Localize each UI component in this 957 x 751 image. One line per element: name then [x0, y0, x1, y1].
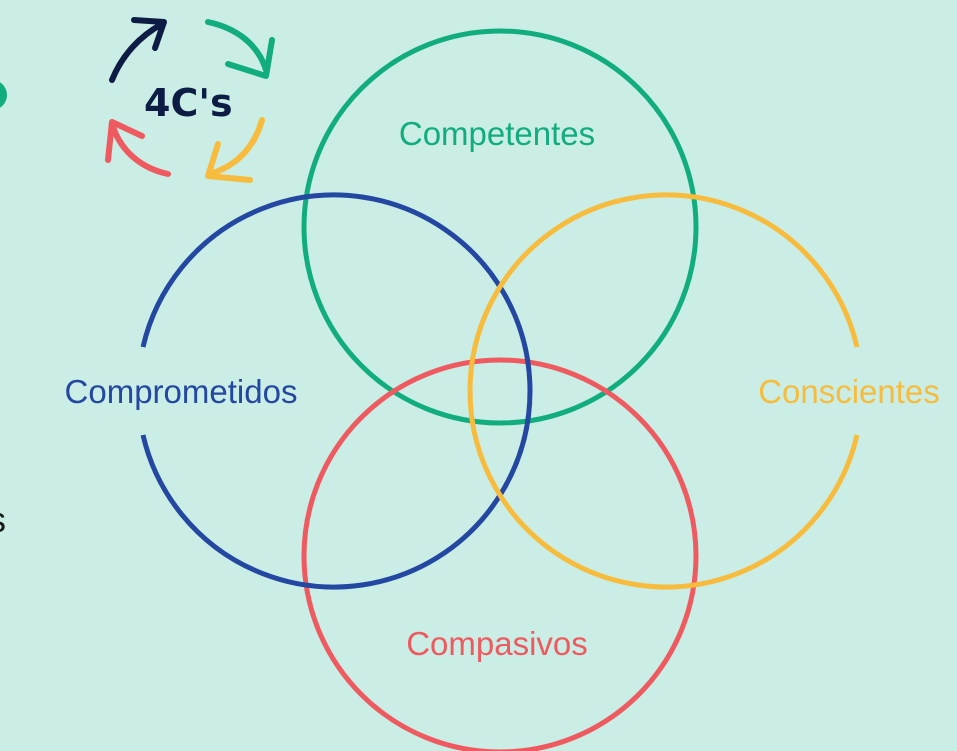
circle-comprometidos	[140, 192, 533, 590]
arrow-navy-head	[131, 17, 167, 51]
logo-text: 4C's	[144, 81, 233, 125]
label-comprometidos: Comprometidos	[65, 373, 298, 410]
circle-conscientes	[467, 192, 860, 590]
arrow-red-icon	[109, 121, 171, 177]
logo-4cs: 4C's	[105, 17, 275, 183]
edge-green-dot	[0, 82, 7, 108]
arrow-navy-icon	[109, 21, 165, 83]
label-competentes: Competentes	[399, 115, 595, 152]
arrow-green-head	[225, 37, 275, 79]
edge-text-fragment: s	[0, 499, 6, 540]
circle-compasivos	[301, 357, 699, 751]
label-compasivos: Compasivos	[406, 625, 588, 662]
arrow-yellow-icon	[207, 117, 265, 177]
arrow-green-icon	[205, 19, 269, 73]
arrow-yellow-head	[205, 141, 253, 183]
circle-competentes	[301, 28, 699, 426]
label-conscientes: Conscientes	[758, 373, 940, 410]
arrow-red-head	[105, 119, 145, 163]
